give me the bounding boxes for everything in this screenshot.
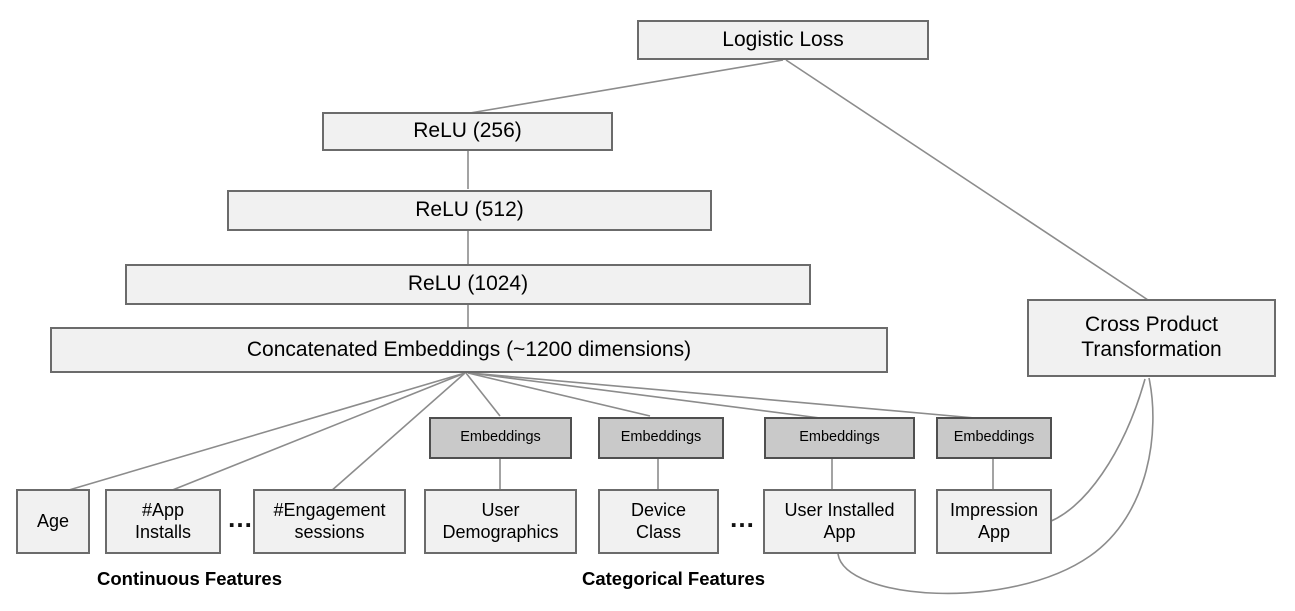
node-relu-512[interactable]: ReLU (512) <box>227 190 712 231</box>
ellipsis-continuous: … <box>227 505 254 531</box>
node-embeddings-user-demographics[interactable]: Embeddings <box>429 417 572 459</box>
node-feature-engagement-sessions-line-2: sessions <box>294 521 365 542</box>
node-relu-1024[interactable]: ReLU (1024) <box>125 264 811 305</box>
node-feature-device-class-line-2: Class <box>635 521 681 542</box>
node-feature-engagement-sessions-line-1: #Engagement <box>273 500 386 521</box>
node-feature-age[interactable]: Age <box>16 489 90 554</box>
node-embeddings-user-demographics-label: Embeddings <box>460 429 541 446</box>
edge-concat-to-age <box>51 372 466 496</box>
node-cross-product-line-1: Cross Product <box>1084 313 1219 337</box>
node-feature-device-class[interactable]: Device Class <box>598 489 719 554</box>
edge-loss-to-relu256 <box>469 59 784 114</box>
node-relu-1024-label: ReLU (1024) <box>407 272 529 296</box>
node-feature-impression-app-line-1: Impression <box>949 500 1039 521</box>
edge-loss-to-cross <box>785 59 1149 301</box>
node-feature-user-installed-app-line-2: App <box>823 521 856 542</box>
node-feature-app-installs[interactable]: #App Installs <box>105 489 221 554</box>
caption-categorical-features: Categorical Features <box>582 568 765 590</box>
node-feature-age-label: Age <box>36 510 70 531</box>
node-feature-user-demographics[interactable]: User Demographics <box>424 489 577 554</box>
node-feature-user-installed-app-line-1: User Installed <box>784 500 895 521</box>
edge-concat-to-emb-device-class <box>467 372 651 417</box>
node-embeddings-impression-app-label: Embeddings <box>953 429 1035 446</box>
node-feature-user-demographics-line-2: Demographics <box>442 521 559 542</box>
node-logistic-loss-label: Logistic Loss <box>722 27 844 51</box>
node-feature-device-class-line-1: Device <box>630 500 687 521</box>
node-embeddings-device-class[interactable]: Embeddings <box>598 417 724 459</box>
node-feature-impression-app-line-2: App <box>977 521 1011 542</box>
edge-concat-to-emb-user-demographics <box>465 372 501 417</box>
caption-continuous-features-label: Continuous Features <box>97 568 283 589</box>
node-feature-app-installs-line-2: Installs <box>134 521 192 542</box>
node-embeddings-impression-app[interactable]: Embeddings <box>936 417 1052 459</box>
node-feature-impression-app[interactable]: Impression App <box>936 489 1052 554</box>
edge-concat-to-emb-user-installed-app <box>469 372 821 419</box>
node-cross-product-line-2: Transformation <box>1081 338 1222 361</box>
node-embeddings-user-installed-app-label: Embeddings <box>799 429 880 446</box>
node-embeddings-device-class-label: Embeddings <box>620 429 702 446</box>
edge-user-installed-app-to-cross <box>837 377 1154 595</box>
node-feature-app-installs-line-1: #App <box>141 500 185 521</box>
node-feature-user-demographics-line-1: User <box>481 500 520 521</box>
edge-concat-to-emb-impression-app <box>469 372 976 419</box>
caption-categorical-features-label: Categorical Features <box>582 568 766 589</box>
node-concatenated-embeddings-label: Concatenated Embeddings (~1200 dimension… <box>246 337 692 361</box>
node-embeddings-user-installed-app[interactable]: Embeddings <box>764 417 915 459</box>
node-relu-256[interactable]: ReLU (256) <box>322 112 613 151</box>
edge-impression-app-to-cross <box>1042 378 1146 525</box>
edge-concat-to-app-installs <box>159 372 466 496</box>
caption-continuous-features: Continuous Features <box>97 568 282 590</box>
ellipsis-categorical: … <box>729 505 756 531</box>
ellipsis-continuous-glyph: … <box>227 503 254 533</box>
node-feature-user-installed-app[interactable]: User Installed App <box>763 489 916 554</box>
ellipsis-categorical-glyph: … <box>729 503 756 533</box>
node-feature-engagement-sessions[interactable]: #Engagement sessions <box>253 489 406 554</box>
node-relu-256-label: ReLU (256) <box>413 119 522 143</box>
node-logistic-loss[interactable]: Logistic Loss <box>637 20 929 60</box>
node-cross-product-transformation[interactable]: Cross Product Transformation <box>1027 299 1276 377</box>
node-relu-512-label: ReLU (512) <box>415 198 524 222</box>
node-concatenated-embeddings[interactable]: Concatenated Embeddings (~1200 dimension… <box>50 327 888 373</box>
